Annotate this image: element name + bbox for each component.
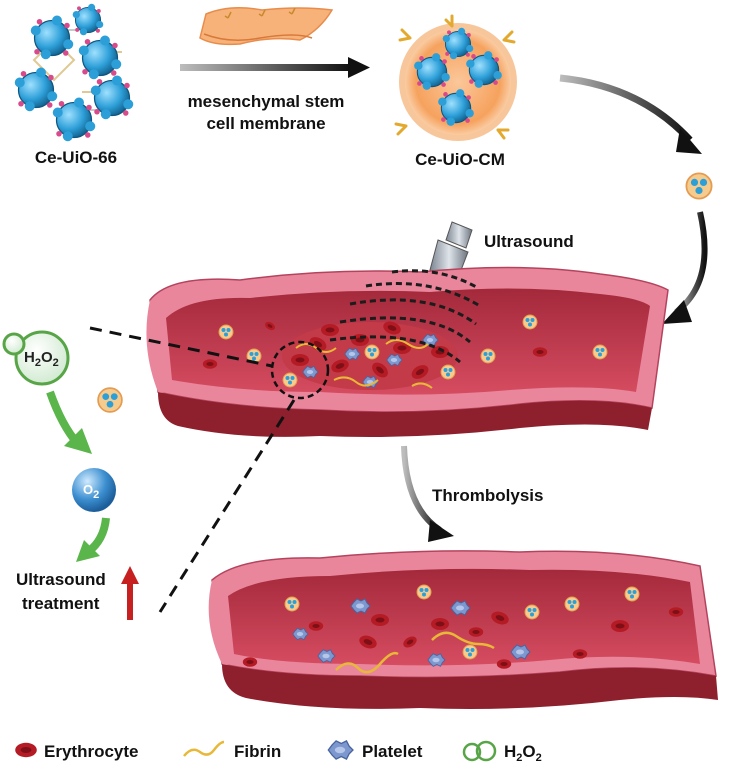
label-ultrasound-treatment-line2: treatment [22,594,100,613]
label-membrane-line1: mesenchymal stem [187,92,345,111]
legend-erythrocyte-icon [15,742,37,758]
o2-molecule [72,468,116,512]
blood-vessel-thrombus [146,266,669,437]
ce-uio-cm-particle [394,14,517,141]
label-ce-uio-cm: Ce-UiO-CM [415,150,505,169]
legend-h2o2-label: H2O2 [504,742,542,764]
arrow-to-injection [559,74,702,154]
label-ce-uio-66: Ce-UiO-66 [34,148,118,167]
arrow-thrombolysis [401,445,454,542]
zoom-indicator [89,326,330,613]
ce-uio-66-framework [14,3,134,142]
free-nanoparticle [685,172,713,200]
label-membrane-line2: cell membrane [206,114,326,133]
legend-fibrin-label: Fibrin [234,742,282,761]
legend-platelet-label: Platelet [362,742,423,761]
legend-h2o2-icon [462,740,497,762]
label-o2: O2 [83,482,100,501]
h2o2-molecule [2,330,70,386]
legend-erythrocyte-label: Erythrocyte [44,742,139,761]
catalyst-nanoparticle [97,387,123,413]
stem-cell-membrane-sheet [199,7,334,46]
legend-platelet-icon [327,740,354,760]
arrow-to-vessel [662,211,708,324]
label-h2o2: H2O2 [24,349,59,369]
label-ultrasound-treatment-line1: Ultrasound [16,570,106,589]
arrow-coating [180,57,370,78]
label-ultrasound: Ultrasound [484,232,574,251]
reaction-arrow-1 [46,390,92,454]
increase-arrow-icon [121,566,139,620]
reaction-arrow-2 [76,517,110,562]
legend-fibrin-icon [183,740,225,757]
label-thrombolysis: Thrombolysis [432,486,544,505]
blood-vessel-recanalized [208,550,718,709]
